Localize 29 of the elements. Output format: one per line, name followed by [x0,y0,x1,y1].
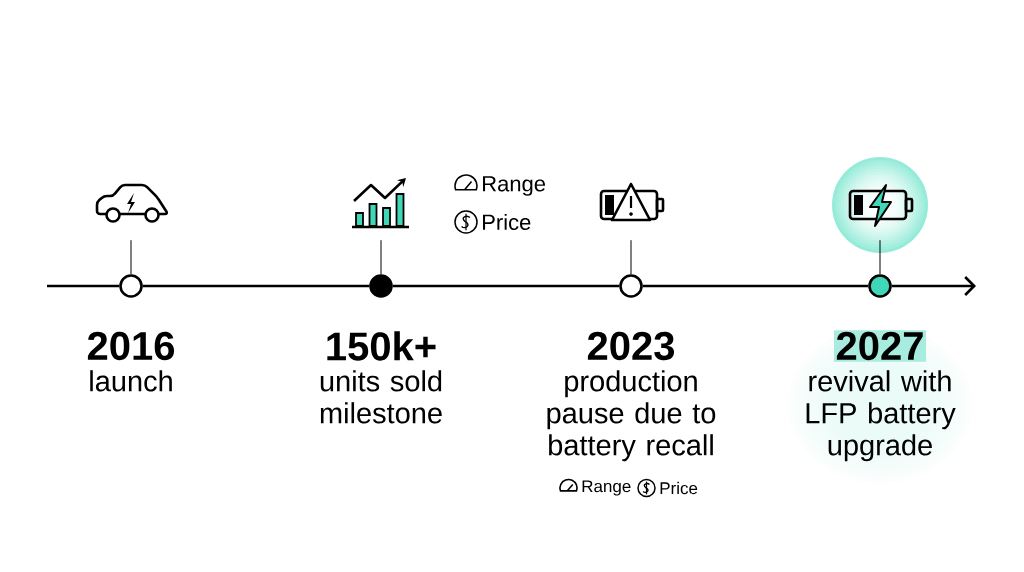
metric-label: Price [483,213,531,231]
year-label: 150k+ [327,331,436,361]
metric-label: Range [483,176,546,196]
metric-label: Price [660,481,698,495]
timeline-line [392,284,620,288]
timeline-marker [119,274,143,298]
milestone-description: units sold milestone [320,370,442,424]
bar-chart-icon [352,178,409,229]
car-icon [95,183,169,223]
metric-label: Range [582,480,631,496]
battery-charging-icon [848,184,914,227]
leader-line [879,239,881,275]
timeline-marker [868,274,892,298]
timeline-line [142,284,370,288]
milestone-description: revival with LFP battery upgrade [806,370,956,462]
milestone-description: production pause due to battery recall [547,370,716,462]
leader-line [130,239,132,275]
leader-line [380,239,382,275]
year-label: 2023 [587,331,675,361]
timeline-line [642,284,869,288]
year-label: 2027 [834,330,926,362]
timeline-marker [619,274,643,298]
leader-line [630,239,632,275]
timeline-marker [369,274,393,298]
timeline-line [47,284,120,288]
year-label: 2016 [87,331,175,361]
battery-warning-icon [599,182,665,222]
timeline-arrow [891,276,976,296]
milestone-description: launch [90,370,172,392]
